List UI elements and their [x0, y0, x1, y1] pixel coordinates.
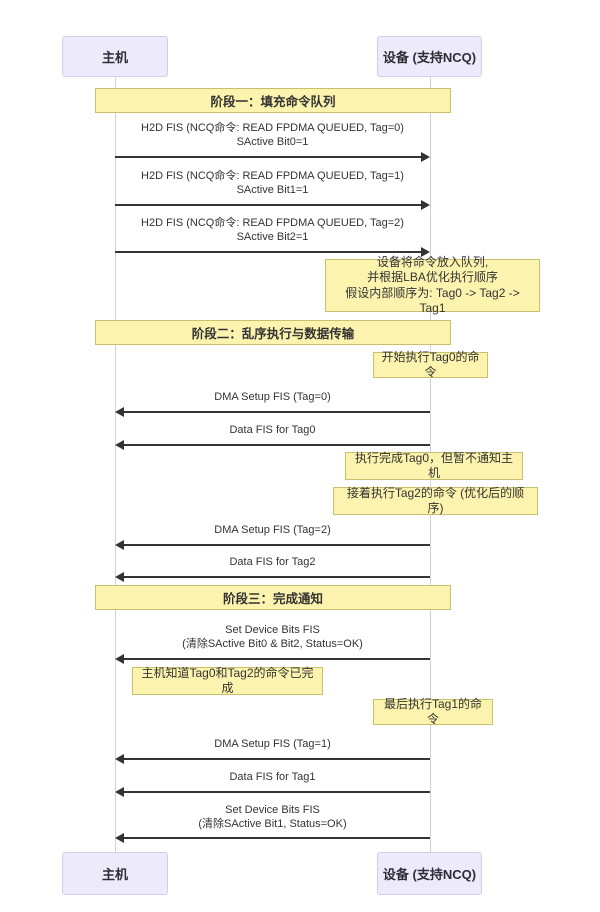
arrowhead-left-icon [115, 654, 124, 664]
arrow-left [115, 540, 430, 550]
message-line: H2D FIS (NCQ命令: READ FPDMA QUEUED, Tag=0… [141, 122, 404, 134]
message-line: Set Device Bits FIS [225, 804, 320, 816]
arrowhead-left-icon [115, 540, 124, 550]
divider-phase3: 阶段三：完成通知 [95, 585, 451, 610]
message-line: H2D FIS (NCQ命令: READ FPDMA QUEUED, Tag=2… [141, 217, 404, 229]
arrowhead-right-icon [421, 247, 430, 257]
message-label: Set Device Bits FIS (清除SActive Bit0 & Bi… [115, 624, 430, 651]
arrowhead-left-icon [115, 754, 124, 764]
arrow-shaft [123, 444, 430, 446]
arrow-shaft [123, 658, 430, 660]
divider-phase2: 阶段二：乱序执行与数据传输 [95, 320, 451, 345]
message-line: (清除SActive Bit0 & Bit2, Status=OK) [182, 637, 363, 650]
message-label: Data FIS for Tag1 [115, 771, 430, 785]
divider-phase3-label: 阶段三：完成通知 [222, 592, 323, 606]
arrow-shaft [123, 411, 430, 413]
message-label: Data FIS for Tag2 [115, 556, 430, 570]
arrow-right [115, 247, 430, 257]
message-label: H2D FIS (NCQ命令: READ FPDMA QUEUED, Tag=0… [115, 122, 430, 149]
participant-host-label: 主机 [101, 867, 128, 882]
message-line: Data FIS for Tag2 [229, 556, 316, 568]
message-label: DMA Setup FIS (Tag=1) [115, 738, 430, 752]
note-line: 并根据LBA优化执行顺序 [367, 270, 498, 284]
message-label: Data FIS for Tag0 [115, 424, 430, 438]
participant-host-label: 主机 [101, 50, 128, 65]
note-line: 主机知道Tag0和Tag2的命令已完成 [141, 665, 314, 696]
message-line: DMA Setup FIS (Tag=1) [214, 738, 331, 750]
arrowhead-right-icon [421, 200, 430, 210]
arrowhead-left-icon [115, 407, 124, 417]
arrow-shaft [115, 251, 422, 253]
arrow-left [115, 654, 430, 664]
participant-device-bottom: 设备 (支持NCQ) [377, 852, 482, 895]
message-line: Set Device Bits FIS [225, 624, 320, 636]
note-line: 设备将命令放入队列, [376, 254, 489, 269]
arrow-left [115, 754, 430, 764]
message-line: (清除SActive Bit1, Status=OK) [198, 817, 347, 830]
note-tag0-done: 执行完成Tag0，但暂不通知主机 [345, 450, 523, 481]
note-line: 执行完成Tag0，但暂不通知主机 [354, 450, 514, 481]
note-device-queues: 设备将命令放入队列, 并根据LBA优化执行顺序 假设内部顺序为: Tag0 ->… [325, 255, 540, 315]
arrow-shaft [123, 576, 430, 578]
arrow-shaft [115, 156, 422, 158]
message-line: H2D FIS (NCQ命令: READ FPDMA QUEUED, Tag=1… [141, 170, 404, 182]
note-host-knows: 主机知道Tag0和Tag2的命令已完成 [132, 665, 323, 696]
arrow-shaft [123, 758, 430, 760]
arrowhead-left-icon [115, 440, 124, 450]
note-start-tag0: 开始执行Tag0的命令 [373, 349, 488, 380]
note-finally-tag1: 最后执行Tag1的命令 [373, 696, 493, 727]
note-line: 接着执行Tag2的命令 (优化后的顺序) [346, 485, 525, 516]
arrow-right [115, 152, 430, 162]
host-lifeline [115, 77, 116, 852]
message-label: DMA Setup FIS (Tag=0) [115, 391, 430, 405]
message-line: Data FIS for Tag0 [229, 424, 316, 436]
arrow-left [115, 787, 430, 797]
message-label: H2D FIS (NCQ命令: READ FPDMA QUEUED, Tag=1… [115, 170, 430, 197]
note-line: 开始执行Tag0的命令 [381, 349, 480, 380]
participant-device-label: 设备 (支持NCQ) [382, 50, 477, 65]
arrowhead-left-icon [115, 787, 124, 797]
participant-device-label: 设备 (支持NCQ) [382, 867, 477, 882]
arrowhead-left-icon [115, 833, 124, 843]
participant-host-top: 主机 [62, 36, 168, 77]
note-next-tag2: 接着执行Tag2的命令 (优化后的顺序) [333, 485, 538, 516]
note-line: 最后执行Tag1的命令 [383, 696, 483, 727]
participant-device-top: 设备 (支持NCQ) [377, 36, 482, 77]
arrowhead-right-icon [421, 152, 430, 162]
divider-phase1-label: 阶段一：填充命令队列 [210, 95, 336, 109]
arrow-left [115, 572, 430, 582]
message-line: Data FIS for Tag1 [229, 771, 316, 783]
message-line: DMA Setup FIS (Tag=2) [214, 524, 331, 536]
message-line: DMA Setup FIS (Tag=0) [214, 391, 331, 403]
arrow-shaft [115, 204, 422, 206]
divider-phase1: 阶段一：填充命令队列 [95, 88, 451, 113]
message-label: H2D FIS (NCQ命令: READ FPDMA QUEUED, Tag=2… [115, 217, 430, 244]
arrow-shaft [123, 791, 430, 793]
divider-phase2-label: 阶段二：乱序执行与数据传输 [191, 327, 355, 341]
participant-host-bottom: 主机 [62, 852, 168, 895]
arrow-shaft [123, 837, 430, 839]
message-line: SActive Bit0=1 [236, 135, 309, 148]
message-line: SActive Bit2=1 [236, 230, 309, 243]
arrowhead-left-icon [115, 572, 124, 582]
arrow-right [115, 200, 430, 210]
arrow-left [115, 833, 430, 843]
message-label: DMA Setup FIS (Tag=2) [115, 524, 430, 538]
note-line: 假设内部顺序为: Tag0 -> Tag2 -> Tag1 [345, 285, 520, 316]
arrow-shaft [123, 544, 430, 546]
message-label: Set Device Bits FIS (清除SActive Bit1, Sta… [115, 804, 430, 831]
arrow-left [115, 440, 430, 450]
message-line: SActive Bit1=1 [236, 183, 309, 196]
arrow-left [115, 407, 430, 417]
